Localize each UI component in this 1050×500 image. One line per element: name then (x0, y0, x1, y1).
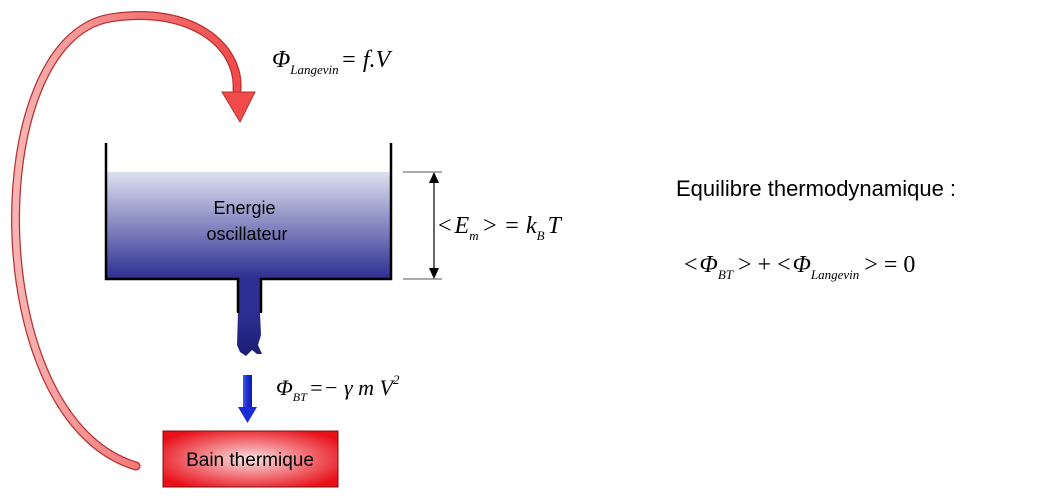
heat-bath-label: Bain thermique (186, 450, 314, 471)
drain-liquid (238, 278, 260, 314)
level-indicator (403, 172, 442, 279)
tank-label-line1: Energie (213, 198, 275, 218)
equilibrium-formula: <ΦBT> + <ΦLangevin> = 0 (684, 252, 915, 282)
langevin-flux-formula: ΦLangevin= f.V (272, 47, 393, 77)
tank-label-line2: oscillateur (206, 224, 287, 244)
equilibrium-title: Equilibre thermodynamique : (676, 176, 956, 201)
bt-flux-arrow (238, 375, 257, 423)
bt-flux-formula: ΦBT=− γ m V2 (276, 372, 400, 404)
falling-stream (237, 312, 262, 356)
